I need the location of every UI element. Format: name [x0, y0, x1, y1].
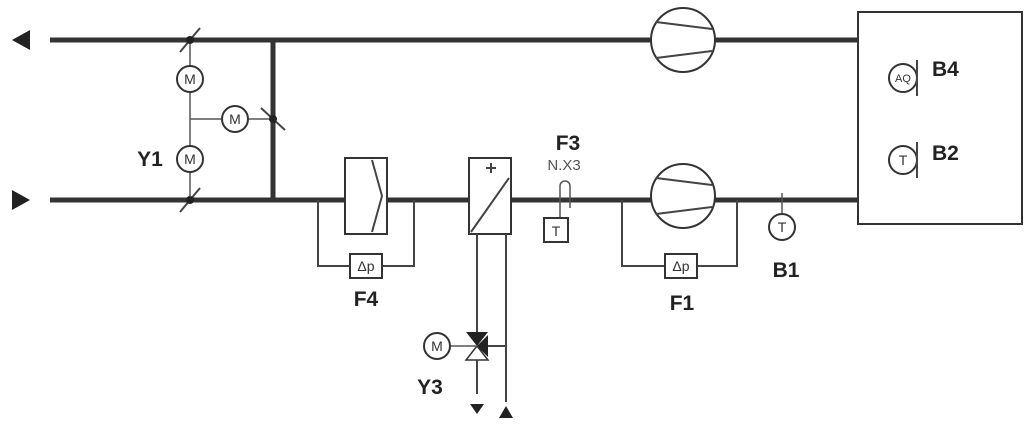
exhaust-air-arrow-icon [12, 30, 30, 50]
svg-text:AQ: AQ [895, 73, 911, 85]
label-b4: B4 [932, 58, 959, 81]
filter-f4-icon [344, 157, 388, 235]
outdoor-air-arrow-icon [12, 190, 30, 210]
supply-fan-icon [650, 163, 716, 229]
damper-motor-top-icon: M [176, 65, 204, 93]
three-way-valve-icon [464, 332, 490, 361]
damper-motor-middle-icon: M [221, 105, 249, 133]
svg-text:M: M [184, 151, 196, 167]
label-n-x3: N.X3 [547, 157, 580, 174]
label-f1: F1 [670, 292, 695, 315]
room-temp-sensor-icon: T [888, 142, 918, 178]
supply-temp-sensor-icon: T [768, 213, 796, 241]
heating-coil-icon [468, 157, 512, 235]
exhaust-fan-icon [650, 7, 716, 73]
air-quality-sensor-icon: AQ [888, 60, 918, 96]
label-f4: F4 [354, 288, 379, 311]
label-b1: B1 [773, 259, 800, 282]
svg-text:Δp: Δp [672, 258, 689, 274]
svg-text:T: T [899, 152, 908, 168]
supply-water-arrow-icon [499, 406, 513, 418]
damper-motor-bottom-icon: M [176, 145, 204, 173]
return-water-arrow-icon [470, 404, 484, 414]
svg-text:M: M [431, 338, 443, 354]
label-f3: F3 [556, 132, 581, 155]
frost-thermostat-icon: T [543, 217, 569, 243]
svg-text:T: T [778, 219, 787, 235]
frost-sensor-capillary-icon [559, 180, 571, 208]
label-y1: Y1 [137, 148, 163, 171]
svg-text:M: M [184, 71, 196, 87]
valve-motor-icon: M [423, 332, 451, 360]
svg-text:T: T [552, 223, 561, 239]
label-y3: Y3 [417, 376, 443, 399]
label-b2: B2 [932, 142, 959, 165]
svg-text:M: M [229, 111, 241, 127]
room-box [857, 11, 1023, 225]
pressure-diff-f1-icon: Δp [664, 253, 698, 279]
svg-text:Δp: Δp [357, 258, 374, 274]
pressure-diff-f4-icon: Δp [349, 253, 383, 279]
